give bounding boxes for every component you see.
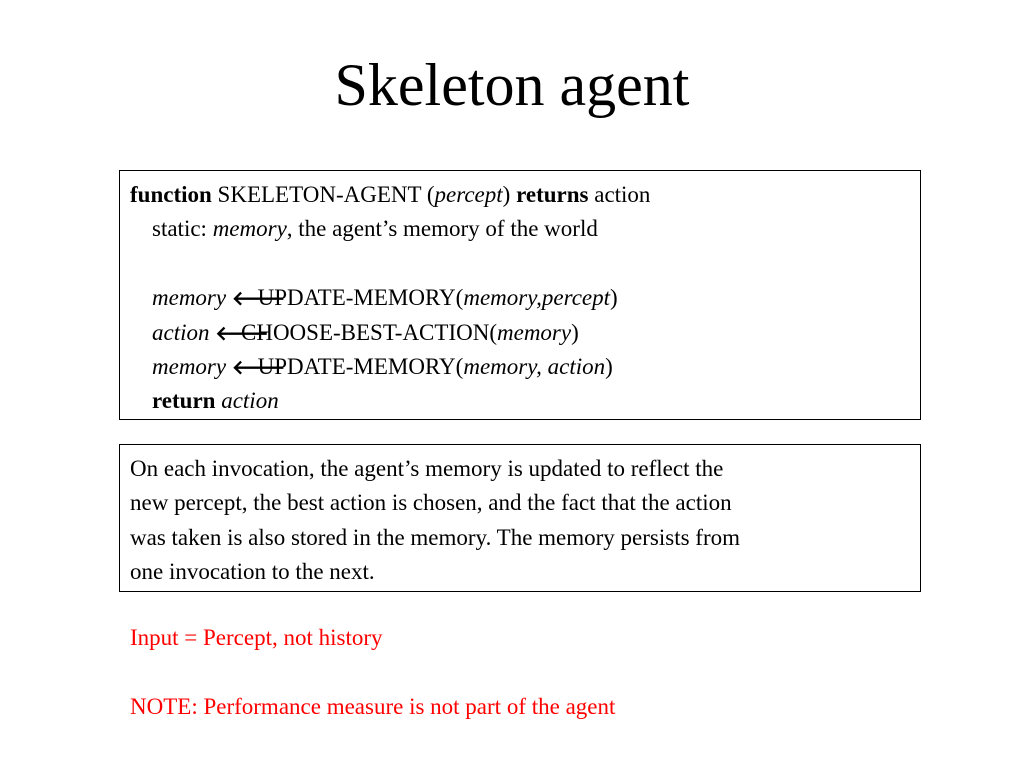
return-line: return action: [130, 384, 920, 418]
line3-close: ): [605, 353, 613, 379]
return-var: action: [221, 388, 279, 414]
param-percept: percept: [434, 182, 503, 207]
keyword-return: return: [152, 388, 216, 414]
line2-var: action: [152, 319, 210, 345]
line1-call: UPDATE-MEMORY(: [257, 285, 464, 311]
line3-args: memory, action: [463, 353, 606, 379]
static-declaration-line: static: memory, the agent’s memory of th…: [130, 212, 920, 246]
line2-call: CHOOSE-BEST-ACTION(: [241, 319, 497, 345]
performance-note: NOTE: Performance measure is not part of…: [130, 694, 616, 719]
static-label: static:: [152, 216, 213, 242]
slide-title: Skeleton agent: [334, 52, 690, 118]
keyword-returns: returns: [516, 182, 589, 207]
pseudocode-box: function SKELETON-AGENT (percept) return…: [119, 170, 921, 420]
update-memory-percept-line: memory 🡐 UPDATE-MEMORY(memory,percept): [130, 281, 920, 315]
return-type: action: [594, 182, 651, 207]
function-name: SKELETON-AGENT (: [217, 182, 435, 207]
blank-line: [130, 247, 920, 281]
update-memory-action-line: memory 🡐 UPDATE-MEMORY(memory, action): [130, 350, 920, 384]
function-signature-line: function SKELETON-AGENT (percept) return…: [130, 178, 920, 212]
line2-args: memory: [497, 319, 572, 345]
line1-var: memory: [152, 285, 227, 311]
left-arrow-icon: 🡐: [231, 354, 286, 379]
keyword-function: function: [130, 182, 212, 207]
description-line: On each invocation, the agent’s memory i…: [130, 456, 724, 481]
line2-close: ): [571, 319, 579, 345]
choose-action-line: action 🡐 CHOOSE-BEST-ACTION(memory): [130, 316, 920, 350]
left-arrow-icon: 🡐: [231, 286, 286, 311]
description-line: new percept, the best action is chosen, …: [130, 490, 732, 516]
line1-args: memory,percept: [463, 285, 611, 311]
input-note: Input = Percept, not history: [130, 625, 383, 650]
description-box: On each invocation, the agent’s memory i…: [119, 444, 921, 592]
left-arrow-icon: 🡐: [215, 320, 269, 345]
line1-close: ): [610, 285, 618, 311]
signature-close-paren: ): [502, 182, 511, 207]
line3-call: UPDATE-MEMORY(: [257, 353, 464, 379]
static-memory-var: memory: [212, 216, 287, 242]
line3-var: memory: [152, 353, 227, 379]
static-description: , the agent’s memory of the world: [286, 216, 598, 242]
description-line: was taken is also stored in the memory. …: [130, 524, 741, 550]
description-line: one invocation to the next.: [130, 559, 375, 585]
